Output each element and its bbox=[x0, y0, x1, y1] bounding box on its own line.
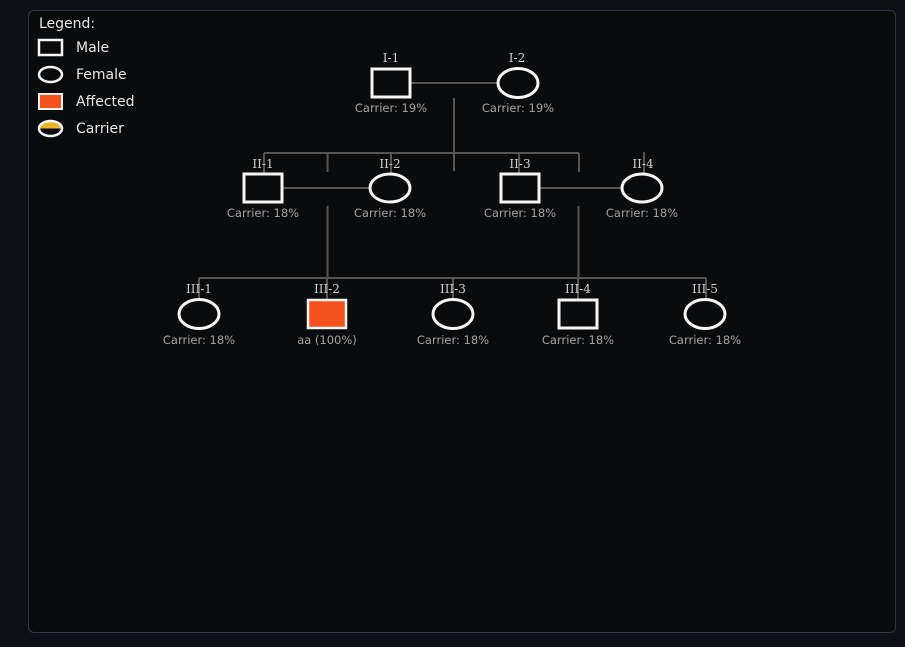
legend-item-label: Affected bbox=[76, 93, 135, 110]
female-symbol bbox=[431, 298, 475, 330]
node-caption: Carrier: 18% bbox=[417, 333, 489, 347]
node-caption: Carrier: 18% bbox=[669, 333, 741, 347]
node-id-label: I-1 bbox=[383, 51, 399, 65]
female-symbol bbox=[368, 172, 412, 204]
pedigree-node[interactable]: I-2 Carrier: 19% bbox=[482, 51, 554, 115]
node-caption: Carrier: 18% bbox=[354, 206, 426, 220]
legend-item-carrier: Carrier bbox=[37, 119, 135, 138]
node-id-label: III-3 bbox=[440, 282, 466, 296]
male-symbol bbox=[499, 172, 541, 204]
legend-item-label: Carrier bbox=[76, 120, 124, 137]
family-connector-lines bbox=[198, 82, 707, 300]
pedigree-node[interactable]: II-1 Carrier: 18% bbox=[227, 157, 299, 220]
pedigree-diagram: I-1 Carrier: 19% I-2 Carrier: 19% II-1 C… bbox=[163, 51, 741, 347]
affected-square-icon bbox=[38, 93, 63, 110]
pedigree-node[interactable]: III-5 Carrier: 18% bbox=[669, 282, 741, 347]
node-caption: aa (100%) bbox=[297, 333, 357, 347]
pedigree-node[interactable]: II-4 Carrier: 18% bbox=[606, 157, 678, 220]
node-id-label: II-3 bbox=[509, 157, 530, 171]
male-symbol bbox=[242, 172, 284, 204]
male-symbol bbox=[557, 298, 599, 330]
node-id-label: III-4 bbox=[565, 282, 591, 296]
node-caption: Carrier: 18% bbox=[227, 206, 299, 220]
node-id-label: III-1 bbox=[186, 282, 212, 296]
female-symbol bbox=[177, 298, 221, 330]
female-symbol bbox=[620, 172, 664, 204]
pedigree-node[interactable]: II-2 Carrier: 18% bbox=[354, 157, 426, 220]
node-caption: Carrier: 19% bbox=[482, 101, 554, 115]
legend-title: Legend: bbox=[39, 16, 96, 32]
node-id-label: II-1 bbox=[252, 157, 273, 171]
legend-item-male: Male bbox=[37, 38, 135, 57]
pedigree-node[interactable]: III-1 Carrier: 18% bbox=[163, 282, 235, 347]
node-id-label: III-2 bbox=[314, 282, 340, 296]
node-caption: Carrier: 18% bbox=[606, 206, 678, 220]
node-id-label: I-2 bbox=[509, 51, 525, 65]
node-caption: Carrier: 18% bbox=[484, 206, 556, 220]
legend-item-female: Female bbox=[37, 65, 135, 84]
female-circle-icon bbox=[37, 65, 64, 84]
legend-item-affected: Affected bbox=[37, 92, 135, 111]
pedigree-node[interactable]: III-3 Carrier: 18% bbox=[417, 282, 489, 347]
pedigree-node[interactable]: III-4 Carrier: 18% bbox=[542, 282, 614, 347]
legend-item-label: Female bbox=[76, 66, 127, 83]
carrier-half-circle-icon bbox=[37, 119, 64, 138]
affected-male-symbol bbox=[306, 298, 348, 330]
female-symbol bbox=[496, 67, 540, 99]
node-id-label: II-2 bbox=[379, 157, 400, 171]
node-caption: Carrier: 18% bbox=[542, 333, 614, 347]
pedigree-node[interactable]: II-3 Carrier: 18% bbox=[484, 157, 556, 220]
male-symbol bbox=[370, 67, 412, 99]
node-id-label: III-5 bbox=[692, 282, 718, 296]
legend: Legend: Male Female Affected bbox=[37, 16, 135, 146]
legend-item-label: Male bbox=[76, 39, 110, 56]
pedigree-node[interactable]: III-2 aa (100%) bbox=[297, 282, 357, 347]
node-caption: Carrier: 18% bbox=[163, 333, 235, 347]
node-id-label: II-4 bbox=[632, 157, 654, 171]
female-symbol bbox=[683, 298, 727, 330]
node-caption: Carrier: 19% bbox=[355, 101, 427, 115]
pedigree-node[interactable]: I-1 Carrier: 19% bbox=[355, 51, 427, 115]
pedigree-canvas: Legend: Male Female Affected bbox=[28, 10, 896, 633]
male-square-icon bbox=[37, 38, 64, 57]
